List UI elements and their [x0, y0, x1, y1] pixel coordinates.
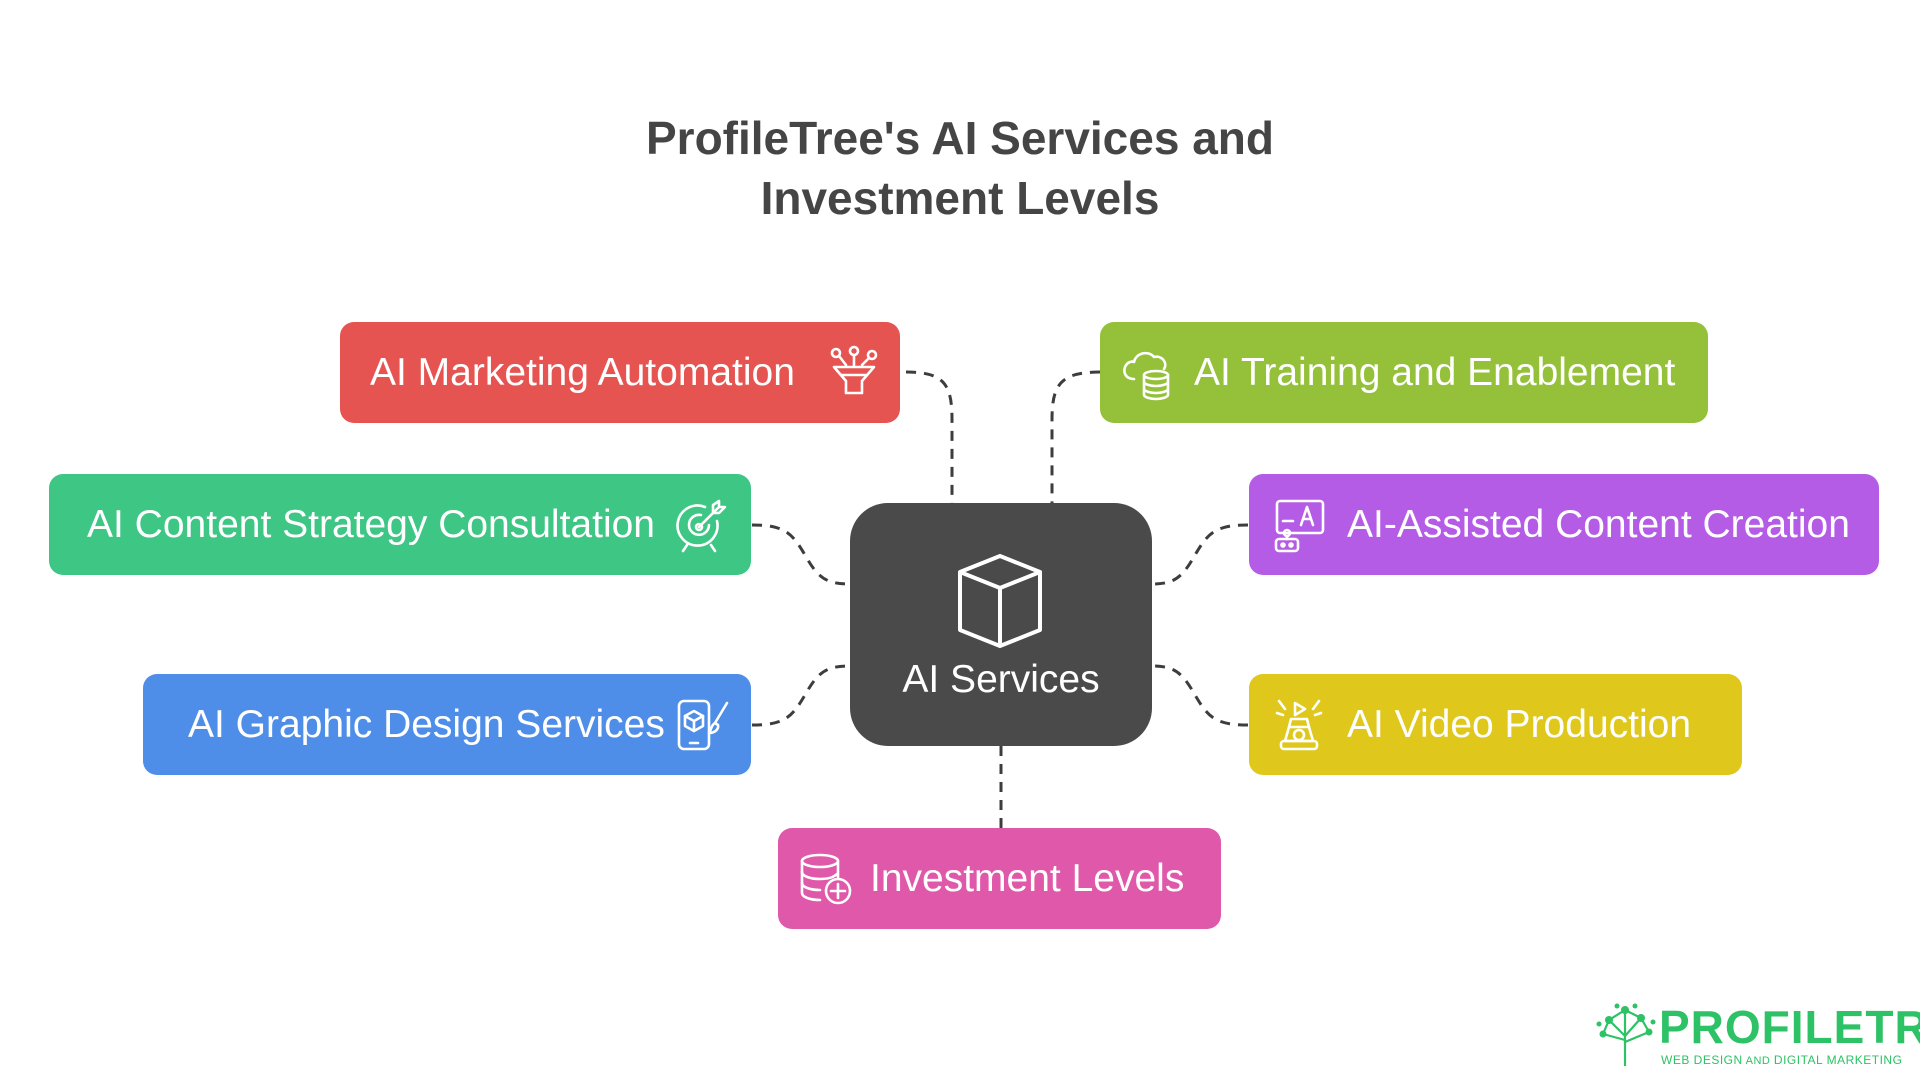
- cloud-database-icon: [1120, 345, 1176, 401]
- node-label: Investment Levels: [870, 856, 1185, 900]
- cube-icon: [958, 554, 1042, 648]
- logo-tagline-part1: WEB DESIGN: [1661, 1053, 1743, 1067]
- node-label: AI Content Strategy Consultation: [87, 502, 655, 546]
- logo-tagline: WEB DESIGN AND DIGITAL MARKETING: [1661, 1053, 1902, 1067]
- node-training-enablement: AI Training and Enablement: [1100, 322, 1708, 423]
- node-content-creation: AI-Assisted Content Creation: [1249, 474, 1879, 575]
- robot-screen-icon: [1271, 497, 1327, 553]
- title-line-2: Investment Levels: [760, 172, 1160, 224]
- video-robot-icon: [1271, 697, 1327, 753]
- center-label: AI Services: [902, 658, 1100, 701]
- title-line-1: ProfileTree's AI Services and: [646, 112, 1274, 164]
- database-add-icon: [798, 851, 854, 907]
- tree-logo-icon: [1596, 1003, 1656, 1066]
- center-hub: AI Services: [850, 503, 1152, 746]
- connector-video-production: [1151, 664, 1249, 727]
- node-label: AI Graphic Design Services: [188, 702, 665, 746]
- funnel-icon: [826, 345, 882, 401]
- node-video-production: AI Video Production: [1249, 674, 1742, 775]
- node-label: AI-Assisted Content Creation: [1347, 502, 1850, 546]
- node-investment-levels: Investment Levels: [778, 828, 1221, 929]
- node-marketing-automation: AI Marketing Automation: [340, 322, 900, 423]
- node-label: AI Training and Enablement: [1194, 350, 1676, 394]
- design-phone-icon: [675, 697, 731, 753]
- logo-word-part2: TREE: [1865, 1001, 1920, 1053]
- connector-training-enablement: [1050, 370, 1101, 503]
- node-content-strategy: AI Content Strategy Consultation: [49, 474, 751, 575]
- connector-marketing-automation: [905, 370, 954, 503]
- diagram-title: ProfileTree's AI Services and Investment…: [560, 108, 1360, 228]
- connector-content-strategy: [751, 523, 851, 586]
- node-graphic-design: AI Graphic Design Services: [143, 674, 751, 775]
- node-label: AI Video Production: [1347, 702, 1692, 746]
- logo-wordmark: PROFILETREE: [1659, 1002, 1920, 1052]
- logo-word-part1: PROFILE: [1659, 1001, 1866, 1053]
- connector-graphic-design: [751, 664, 851, 727]
- logo-tagline-part3: DIGITAL MARKETING: [1773, 1053, 1903, 1067]
- connector-content-creation: [1151, 523, 1249, 586]
- node-label: AI Marketing Automation: [370, 350, 795, 394]
- logo-tagline-part2: AND: [1742, 1055, 1774, 1067]
- target-icon: [673, 497, 729, 553]
- profiletree-logo: PROFILETREE WEB DESIGN AND DIGITAL MARKE…: [1595, 1000, 1920, 1070]
